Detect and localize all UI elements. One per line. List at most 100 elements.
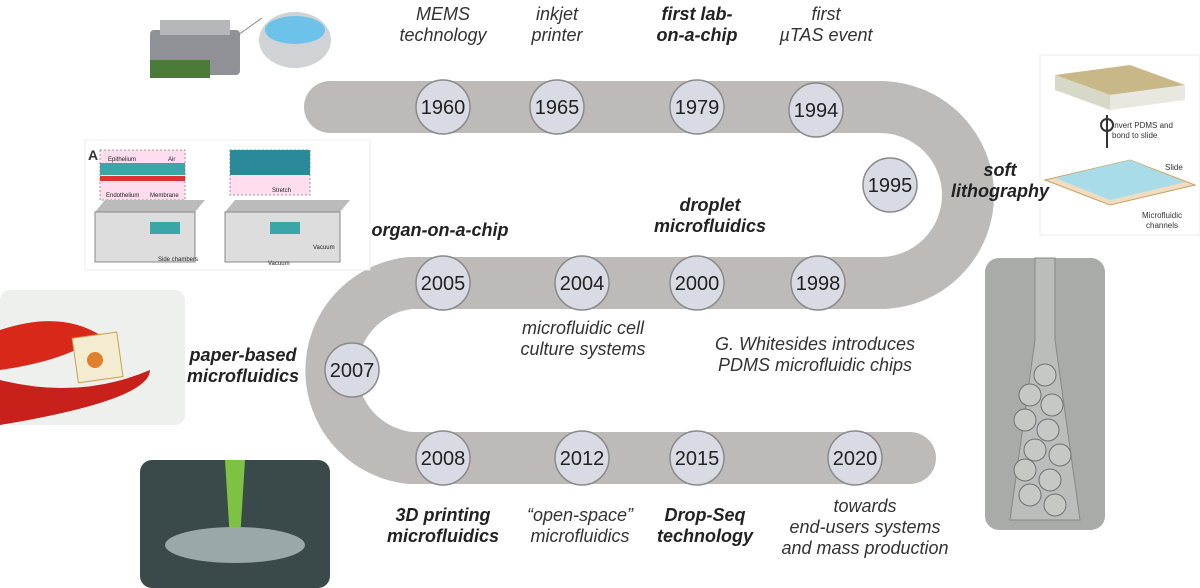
organ-text-vacuum-right: Vacuum [313, 245, 335, 251]
year-marker [415, 255, 471, 311]
label-line: organ-on-a-chip [371, 220, 509, 240]
droplet [1013, 408, 1037, 432]
droplet-micrograph [985, 257, 1105, 530]
year-label: 1979 [675, 97, 720, 119]
year-label: 2007 [330, 360, 375, 382]
label-line: on-a-chip [656, 25, 738, 45]
droplet [1040, 393, 1064, 417]
year-label: 2004 [560, 273, 605, 295]
litho-text-5: channels [1146, 221, 1178, 230]
milestone-label-organ: organ-on-a-chip [372, 220, 509, 241]
label-line: end-users systems [789, 517, 941, 537]
year-marker [554, 255, 610, 311]
year-marker [788, 82, 844, 138]
label-line: paper-based [189, 345, 297, 365]
label-line: G. Whitesides introduces [714, 334, 916, 354]
organ-text-side-chambers: Side chambers [158, 257, 198, 263]
soft-lithography-figure: Invert PDMS and bond to slide Slide Micr… [1039, 54, 1200, 236]
droplet [1023, 438, 1047, 462]
droplet [1018, 483, 1042, 507]
milestone-label-lab: first lab-on-a-chip [657, 4, 738, 46]
3d-printing-photo [140, 460, 330, 588]
year-label: 2015 [675, 448, 720, 470]
litho-text-3: Slide [1165, 163, 1183, 172]
label-line: microfluidics [386, 526, 500, 546]
label-line: Drop-Seq [664, 505, 746, 525]
year-label: 2020 [833, 448, 878, 470]
label-line: microfluidics [530, 526, 630, 546]
droplet [1043, 493, 1067, 517]
label-line: µTAS event [779, 25, 873, 45]
label-line: technology [399, 25, 487, 45]
year-label: 1994 [794, 100, 839, 122]
label-line: microfluidics [653, 216, 767, 236]
year-label: 1965 [535, 97, 580, 119]
label-line: 3D printing [395, 505, 491, 525]
label-line: printer [531, 25, 583, 45]
organ-text-stretch: Stretch [272, 188, 291, 194]
year-marker [669, 79, 725, 135]
droplet [1018, 383, 1042, 407]
year-marker [669, 430, 725, 486]
year-label: 2000 [675, 273, 720, 295]
label-line: MEMS [415, 4, 470, 24]
year-marker [415, 430, 471, 486]
droplet [1013, 458, 1037, 482]
year-marker [554, 430, 610, 486]
year-label: 1998 [796, 273, 841, 295]
year-marker [415, 79, 471, 135]
label-line: technology [656, 526, 754, 546]
droplet [1036, 418, 1060, 442]
timeline-band [304, 81, 994, 484]
organ-text-air: Air [168, 157, 175, 163]
milestone-label-open: “open-space”microfluidics [527, 505, 633, 547]
label-line: microfluidics [186, 366, 300, 386]
label-line: towards [833, 496, 897, 516]
droplet [1048, 443, 1072, 467]
label-line: culture systems [520, 339, 646, 359]
year-marker [529, 79, 585, 135]
year-label: 2005 [421, 273, 466, 295]
organ-text-vacuum-left: Vacuum [268, 261, 290, 267]
label-line: PDMS microfluidic chips [717, 355, 913, 375]
label-line: lithography [951, 181, 1049, 201]
litho-text-2: bond to slide [1112, 131, 1158, 140]
year-label: 1995 [868, 175, 913, 197]
droplet [1038, 468, 1062, 492]
organ-text-endothelium: Endothelium [106, 193, 139, 199]
litho-text-4: Microfluidic [1142, 211, 1182, 220]
paper-device-photo [0, 290, 185, 425]
label-line: microfluidic cell [521, 318, 645, 338]
organ-text-membrane: Membrane [150, 193, 179, 199]
label-line: “open-space” [526, 505, 634, 525]
year-marker [862, 157, 918, 213]
year-label: 1960 [421, 97, 466, 119]
label-line: droplet [679, 195, 741, 215]
year-label: 2012 [560, 448, 605, 470]
organ-text-epithelium: Epithelium [108, 157, 136, 163]
label-line: first [811, 4, 841, 24]
label-line: inkjet [535, 4, 579, 24]
droplet [1033, 363, 1057, 387]
label-line: first lab- [661, 4, 733, 24]
year-label: 2008 [421, 448, 466, 470]
year-marker [669, 255, 725, 311]
year-marker [827, 430, 883, 486]
year-marker [324, 342, 380, 398]
organ-on-a-chip-figure: A Epithelium Air Endothelium Membrane St… [84, 139, 371, 271]
litho-text-1: Invert PDMS and [1112, 121, 1173, 130]
label-line: and mass production [781, 538, 949, 558]
inkjet-printer-image [150, 12, 331, 78]
